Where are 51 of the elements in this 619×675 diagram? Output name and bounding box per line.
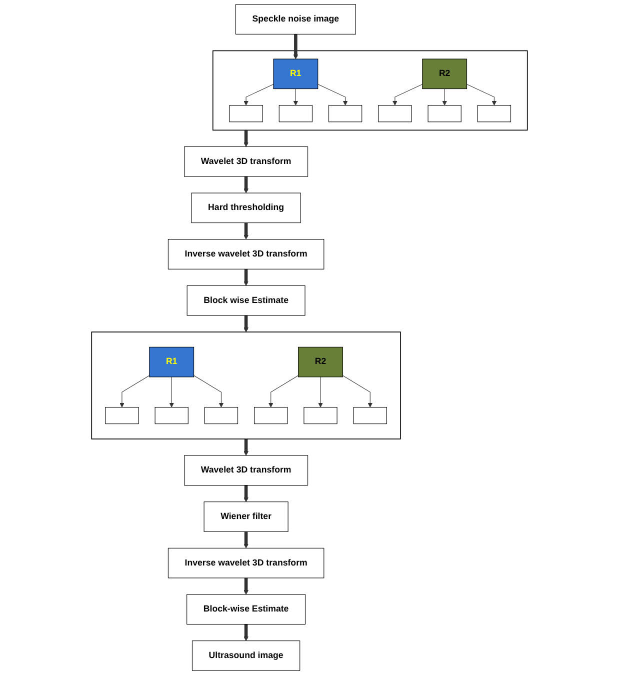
node-box xyxy=(353,406,387,424)
arrow xyxy=(442,88,447,106)
arrow xyxy=(318,376,323,408)
cluster xyxy=(91,332,401,440)
node-box: Block-wise Estimate xyxy=(186,594,306,625)
node-box xyxy=(378,105,412,122)
node-box xyxy=(304,406,338,424)
node-box: Block wise Estimate xyxy=(186,285,306,316)
arrow xyxy=(293,88,298,106)
node-box xyxy=(204,406,238,424)
node-box xyxy=(105,406,139,424)
node-box: R1 xyxy=(273,58,318,90)
node-box: Wiener filter xyxy=(204,502,288,532)
arrow xyxy=(244,624,248,642)
arrow xyxy=(120,375,150,408)
arrow xyxy=(244,315,248,332)
node-box: Hard thresholding xyxy=(191,192,301,224)
arrow xyxy=(244,84,274,106)
node-box xyxy=(154,406,188,424)
cluster xyxy=(212,50,528,131)
node-box xyxy=(254,406,288,424)
node-box xyxy=(229,105,263,122)
node-box: Ultrasound image xyxy=(192,640,300,671)
node-box: R2 xyxy=(422,58,468,90)
arrow xyxy=(194,375,224,408)
arrow xyxy=(244,269,248,286)
arrow xyxy=(244,222,248,240)
arrow xyxy=(268,375,299,408)
node-box: Speckle noise image xyxy=(235,4,356,34)
arrow xyxy=(318,84,348,106)
arrow xyxy=(244,130,248,147)
node-box xyxy=(328,105,362,122)
node-box: Inverse wavelet 3D transform xyxy=(168,239,324,270)
arrow xyxy=(293,34,298,60)
node-box: R1 xyxy=(149,346,194,378)
node-box: Inverse wavelet 3D transform xyxy=(168,548,324,578)
arrow xyxy=(244,485,248,502)
arrow xyxy=(244,532,248,548)
arrow xyxy=(342,375,373,408)
arrow xyxy=(466,84,497,106)
node-box xyxy=(428,105,462,122)
arrow xyxy=(392,84,423,106)
node-box: R2 xyxy=(298,346,343,378)
node-box: Wavelet 3D transform xyxy=(184,455,308,486)
arrow xyxy=(244,578,248,595)
arrow xyxy=(244,176,248,194)
node-box: Wavelet 3D transform xyxy=(184,146,308,177)
arrow xyxy=(169,376,174,408)
node-box xyxy=(477,105,512,122)
arrow xyxy=(244,438,248,456)
node-box xyxy=(278,105,312,122)
